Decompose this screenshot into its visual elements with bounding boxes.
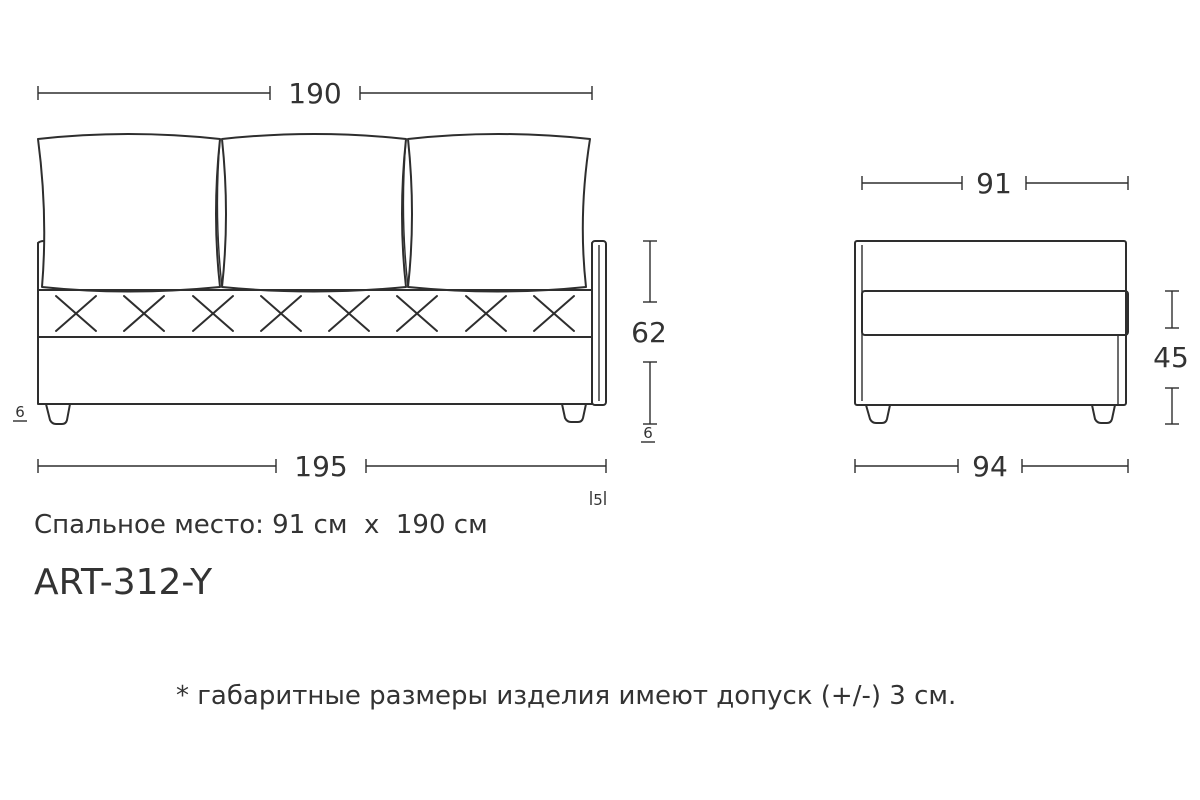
- top-width-label: 190: [288, 77, 341, 110]
- dimension-top-width: 190: [37, 77, 593, 110]
- cushion-left: [37, 133, 221, 293]
- bottom-depth-label: 94: [972, 450, 1008, 483]
- dimension-top-depth: 91: [861, 167, 1129, 200]
- dimension-bottom-width: 195: [37, 450, 607, 483]
- dimension-bottom-depth: 94: [854, 450, 1129, 483]
- leg-right-label: 6: [643, 424, 653, 442]
- dimension-height: 62: [631, 240, 667, 425]
- side-view: 91 45: [854, 167, 1189, 483]
- sleeping-place-caption: Спальное место: 91 см х 190 см: [34, 510, 488, 540]
- seat-height-label: 45: [1153, 341, 1189, 374]
- leg-left-label: 6: [15, 403, 25, 421]
- front-view: 190: [13, 77, 667, 509]
- height-label: 62: [631, 316, 667, 349]
- cushion-right: [407, 133, 591, 293]
- arm-width-label: 5: [593, 491, 603, 509]
- front-quilt-pattern: [55, 295, 575, 332]
- side-sofa-body: [854, 240, 1129, 406]
- model-code: ART-312-Y: [34, 562, 213, 603]
- dimension-seat-height: 45: [1153, 290, 1189, 425]
- side-legs: [865, 404, 1116, 424]
- front-legs: [45, 403, 587, 425]
- cushion-middle: [221, 133, 407, 293]
- front-cushions: [37, 133, 591, 293]
- bottom-width-label: 195: [294, 450, 347, 483]
- front-sofa-body: [37, 240, 607, 406]
- top-depth-label: 91: [976, 167, 1012, 200]
- tolerance-note: * габаритные размеры изделия имеют допус…: [176, 681, 957, 711]
